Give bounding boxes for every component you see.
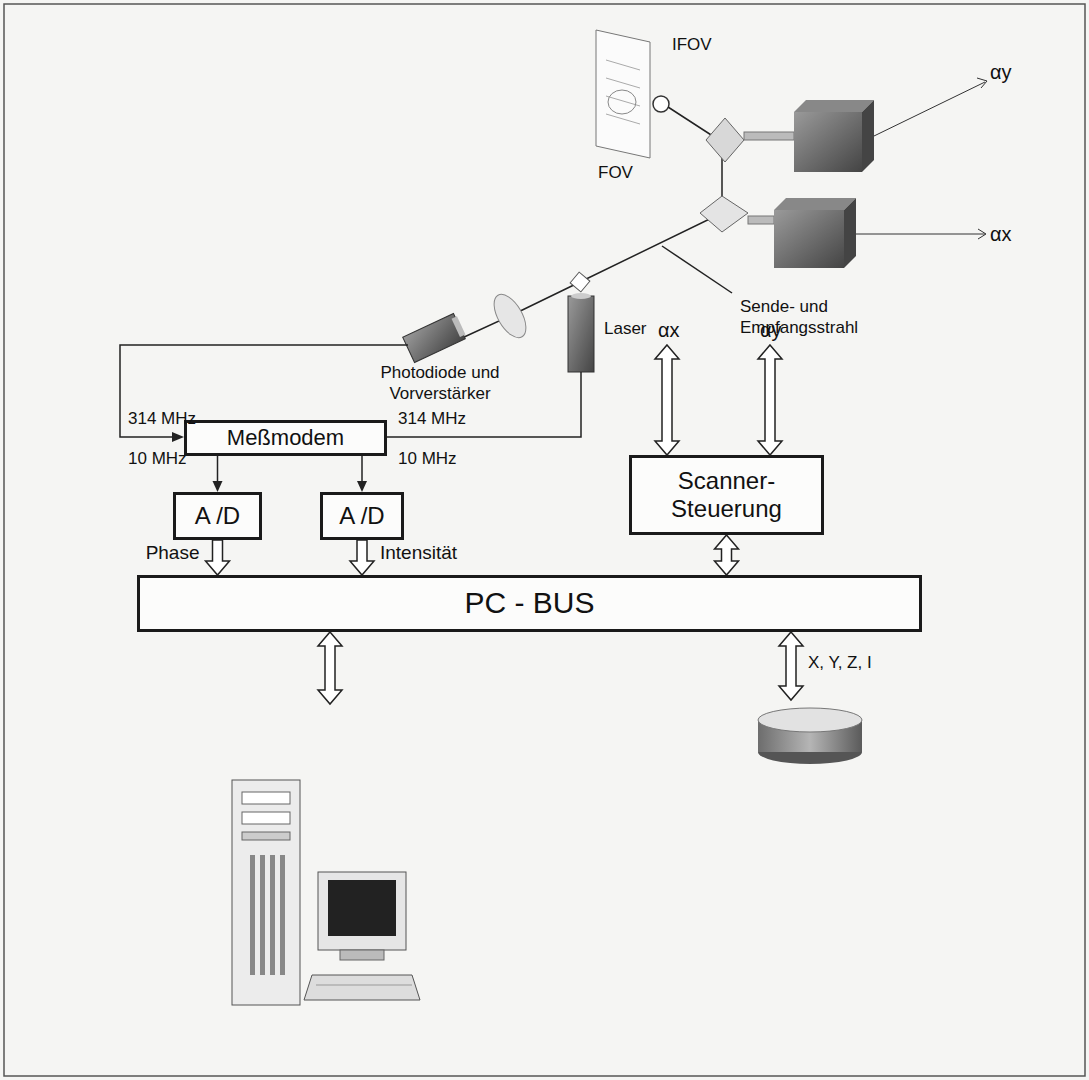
process-box: A /D (320, 492, 404, 540)
disk-storage (758, 708, 862, 764)
photodiode (403, 313, 467, 363)
annotation-label: αy (760, 318, 782, 343)
connector (350, 540, 374, 575)
computer (232, 780, 420, 1005)
process-box: A /D (173, 492, 262, 540)
annotation-label: αx (990, 222, 1012, 247)
signal-label: Intensität (380, 542, 457, 564)
laser (568, 293, 594, 372)
double-arrow (779, 632, 803, 700)
lens (488, 289, 533, 343)
process-box: Scanner- Steuerung (629, 455, 824, 535)
box-label: PC - BUS (464, 586, 594, 621)
connector (715, 535, 739, 575)
box-label: Meßmodem (227, 425, 344, 450)
annotation-label: 10 MHz (398, 448, 457, 469)
annotation-label: Photodiode und Vorverstärker (360, 362, 520, 405)
mirror-x (700, 196, 986, 268)
box-label: A /D (339, 502, 384, 530)
annotation-label: αy (990, 60, 1012, 85)
bus-bar: PC - BUS (137, 575, 922, 632)
leader-line (662, 246, 732, 293)
box-label: Scanner- Steuerung (642, 467, 811, 522)
fov-plane (596, 30, 669, 158)
annotation-label: 10 MHz (128, 448, 187, 469)
double-arrow (758, 345, 782, 455)
box-label: A /D (195, 502, 240, 530)
arrowhead (172, 432, 184, 442)
annotation-label: αx (658, 318, 680, 343)
annotation-label: FOV (598, 162, 633, 183)
connector (213, 456, 223, 492)
double-arrow (318, 632, 342, 704)
annotation-label: Laser (604, 318, 647, 339)
annotation-label: 314 MHz (398, 408, 466, 429)
signal-label: Phase (146, 542, 200, 564)
mirror-y (706, 78, 987, 172)
double-arrow (655, 345, 679, 455)
process-box: Meßmodem (184, 420, 387, 456)
connector (206, 540, 230, 575)
annotation-label: IFOV (672, 34, 712, 55)
annotation-label: 314 MHz (128, 408, 196, 429)
beam-splitter (570, 272, 590, 292)
connector (357, 456, 367, 492)
frame (4, 4, 1085, 1076)
annotation-label: X, Y, Z, I (808, 652, 872, 673)
